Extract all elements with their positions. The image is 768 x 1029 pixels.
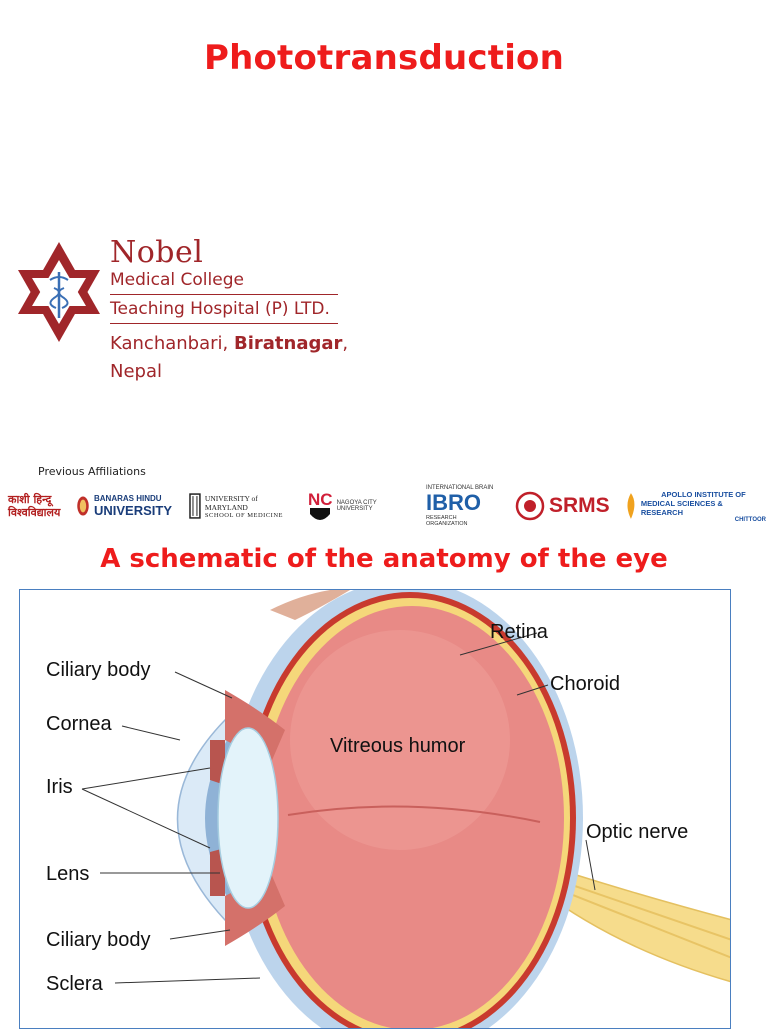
affiliation-nagoya: NC NAGOYA CITY UNIVERSITY xyxy=(308,482,412,530)
label-vitreous-humor: Vitreous humor xyxy=(330,735,466,757)
apollo-text-2: MEDICAL SCIENCES & RESEARCH xyxy=(640,498,723,517)
label-optic-nerve: Optic nerve xyxy=(586,821,688,843)
ibro-text-3: RESEARCH ORGANIZATION xyxy=(426,515,468,527)
kashi-text-2: विश्वविद्यालय xyxy=(8,506,61,519)
label-ciliary-body-top: Ciliary body xyxy=(46,659,150,681)
affiliation-maryland: UNIVERSITY of MARYLAND SCHOOL OF MEDICIN… xyxy=(188,482,302,530)
maryland-text-1: UNIVERSITY of MARYLAND xyxy=(204,493,258,512)
label-iris: Iris xyxy=(46,776,73,798)
org-line-medical-college: Medical College xyxy=(110,270,244,290)
affiliation-srms: SRMS xyxy=(514,482,620,530)
org-line-teaching-hospital: Teaching Hospital (P) LTD. xyxy=(110,299,330,319)
lens-shape xyxy=(217,727,279,909)
org-divider xyxy=(110,323,338,324)
location-country: Nepal xyxy=(110,361,162,382)
slide-title: Phototransduction xyxy=(203,38,565,78)
srms-emblem-icon xyxy=(515,491,545,521)
bhu-text-1: BANARAS HINDU xyxy=(93,494,162,503)
leader-lines xyxy=(81,632,596,984)
affiliation-ibro: INTERNATIONAL BRAIN IBRO RESEARCH ORGANI… xyxy=(426,482,496,530)
org-divider xyxy=(110,294,338,295)
slide-subtitle: A schematic of the anatomy of the eye xyxy=(100,544,668,574)
nagoya-text: NAGOYA CITY UNIVERSITY xyxy=(336,500,377,512)
optic-nerve-shape xyxy=(528,858,730,983)
kashi-text-1: काशी हिन्दू xyxy=(8,493,52,506)
bhu-crest-icon xyxy=(77,496,89,516)
label-choroid: Choroid xyxy=(550,673,620,695)
label-ciliary-body-bottom: Ciliary body xyxy=(46,929,150,951)
location-city: Biratnagar xyxy=(233,333,343,354)
maryland-emblem-icon xyxy=(189,493,201,519)
label-cornea: Cornea xyxy=(46,713,112,735)
srms-text: SRMS xyxy=(549,494,610,517)
location: Kanchanbari, Biratnagar, Nepal xyxy=(110,330,348,386)
label-lens: Lens xyxy=(46,863,89,885)
org-name: Nobel xyxy=(110,235,204,270)
affiliations-row: काशी हिन्दू विश्वविद्यालय BANARAS HINDU … xyxy=(0,482,768,530)
nagoya-logo-text: NC xyxy=(308,489,333,509)
bhu-text-2: UNIVERSITY xyxy=(93,503,172,518)
apollo-text-1: APOLLO INSTITUTE OF xyxy=(661,489,746,499)
star-caduceus-logo-icon xyxy=(18,242,100,342)
nobel-logo-block: Nobel Medical College Teaching Hospital … xyxy=(10,236,370,386)
ibro-text-2: IBRO xyxy=(426,490,481,515)
eyelid-shape xyxy=(270,590,350,620)
affiliation-kashi-hindu: काशी हिन्दू विश्वविद्यालय xyxy=(8,482,74,530)
maryland-text-2: SCHOOL OF MEDICINE xyxy=(204,511,284,519)
ibro-text-1: INTERNATIONAL BRAIN xyxy=(426,485,494,491)
eye-diagram-frame: Retina Choroid Ciliary body Cornea Vitre… xyxy=(19,589,731,1029)
eye-anatomy-diagram: Retina Choroid Ciliary body Cornea Vitre… xyxy=(46,590,730,1028)
logo-text: Nobel Medical College Teaching Hospital … xyxy=(110,236,348,386)
affiliation-apollo: APOLLO INSTITUTE OF MEDICAL SCIENCES & R… xyxy=(624,482,766,530)
nagoya-u-icon xyxy=(310,507,331,520)
label-sclera: Sclera xyxy=(46,973,104,995)
location-comma: , xyxy=(342,333,349,354)
label-retina: Retina xyxy=(490,621,549,643)
affiliations-label: Previous Affiliations xyxy=(38,465,146,478)
affiliation-banaras-hindu: BANARAS HINDU UNIVERSITY xyxy=(76,482,172,530)
apollo-flame-icon xyxy=(627,493,635,519)
location-area: Kanchanbari, xyxy=(110,333,234,354)
apollo-text-3: CHITTOOR xyxy=(734,516,766,523)
